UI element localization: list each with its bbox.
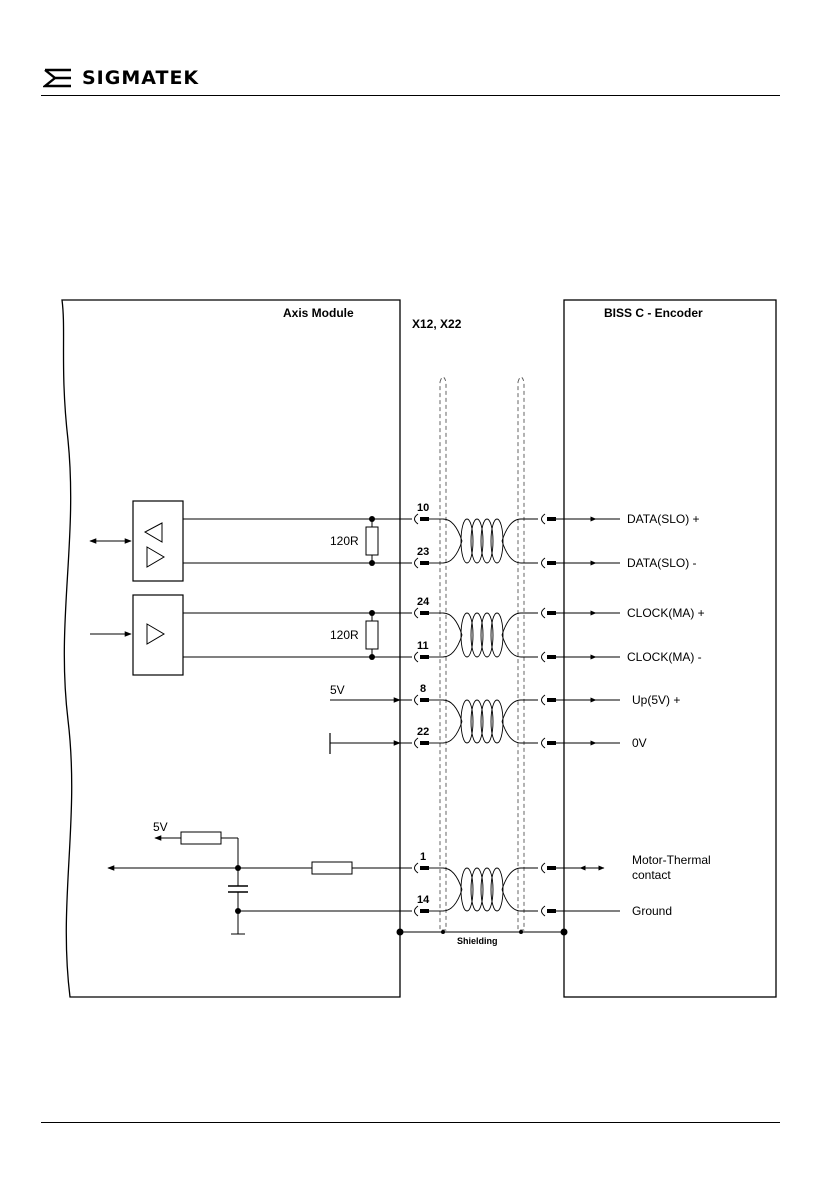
encoder-socket-curve [542,738,546,748]
shield-dot-2 [519,930,523,934]
termination-resistor-clock [366,621,378,649]
signal-motor-thermal: Motor-Thermal [632,853,711,867]
axis-pin [420,698,429,702]
pin-22: 22 [417,726,429,738]
axis-pin [420,611,429,615]
pin-8: 8 [420,683,426,695]
pin-10: 10 [417,502,429,514]
signal-clock-minus: CLOCK(MA) - [627,650,702,664]
shield-node-left [397,929,404,936]
twisted-pairs [443,519,521,911]
driver-triangle-right [147,547,164,567]
pin-23: 23 [417,546,429,558]
encoder-socket-curve [542,652,546,662]
signal-data-minus: DATA(SLO) - [627,556,697,570]
encoder-box [564,300,776,997]
encoder-pin [547,909,556,913]
axis-socket-curve [415,652,419,662]
driver-triangle-left [145,523,162,542]
axis-socket-curve [415,906,419,916]
axis-module-title: Axis Module [283,306,354,320]
resistor-label-clock: 120R [330,628,359,642]
encoder-pin-symbols [521,514,620,916]
resistor-label-data: 120R [330,534,359,548]
signal-contact: contact [632,868,671,882]
connector-title: X12, X22 [412,317,462,331]
encoder-pin [547,741,556,745]
signal-clock-plus: CLOCK(MA) + [627,606,705,620]
encoder-pin [547,611,556,615]
shielding-label: Shielding [457,936,498,946]
encoder-title: BISS C - Encoder [604,306,703,320]
axis-socket-curve [415,608,419,618]
encoder-socket-curve [542,695,546,705]
series-resistor [312,862,352,874]
pullup-resistor [181,832,221,844]
encoder-pin [547,517,556,521]
encoder-socket-curve [542,863,546,873]
encoder-socket-curve [542,608,546,618]
supply-5v-label: 5V [330,683,345,697]
axis-pin [420,909,429,913]
receiver-block [133,595,183,675]
transceiver-block [133,501,183,581]
signal-data-plus: DATA(SLO) + [627,512,700,526]
encoder-pin [547,561,556,565]
signal-0v: 0V [632,736,647,750]
termination-resistor-data [366,527,378,555]
encoder-pin [547,698,556,702]
shield-outline-right [518,377,524,930]
axis-pin [420,741,429,745]
pin-24: 24 [417,596,430,608]
axis-socket-curve [415,514,419,524]
axis-socket-curve [415,558,419,568]
encoder-pin [547,655,556,659]
axis-pin [420,655,429,659]
thermal-5v-label: 5V [153,820,168,834]
encoder-socket-curve [542,514,546,524]
axis-pin [420,517,429,521]
shield-outline-left [440,377,446,930]
axis-pin [420,561,429,565]
axis-socket-curve [415,695,419,705]
pin-14: 14 [417,894,430,906]
shield-node-right [561,929,568,936]
axis-socket-curve [415,738,419,748]
shield-dot-1 [441,930,445,934]
axis-socket-curve [415,863,419,873]
pin-1: 1 [420,851,426,863]
signal-up: Up(5V) + [632,693,680,707]
encoder-pin [547,866,556,870]
axis-pin [420,866,429,870]
footer-rule [41,1122,780,1123]
pin-11: 11 [417,640,429,652]
receiver-triangle [147,624,164,644]
encoder-socket-curve [542,558,546,568]
encoder-socket-curve [542,906,546,916]
axis-pin-symbols [415,514,444,916]
signal-ground: Ground [632,904,672,918]
